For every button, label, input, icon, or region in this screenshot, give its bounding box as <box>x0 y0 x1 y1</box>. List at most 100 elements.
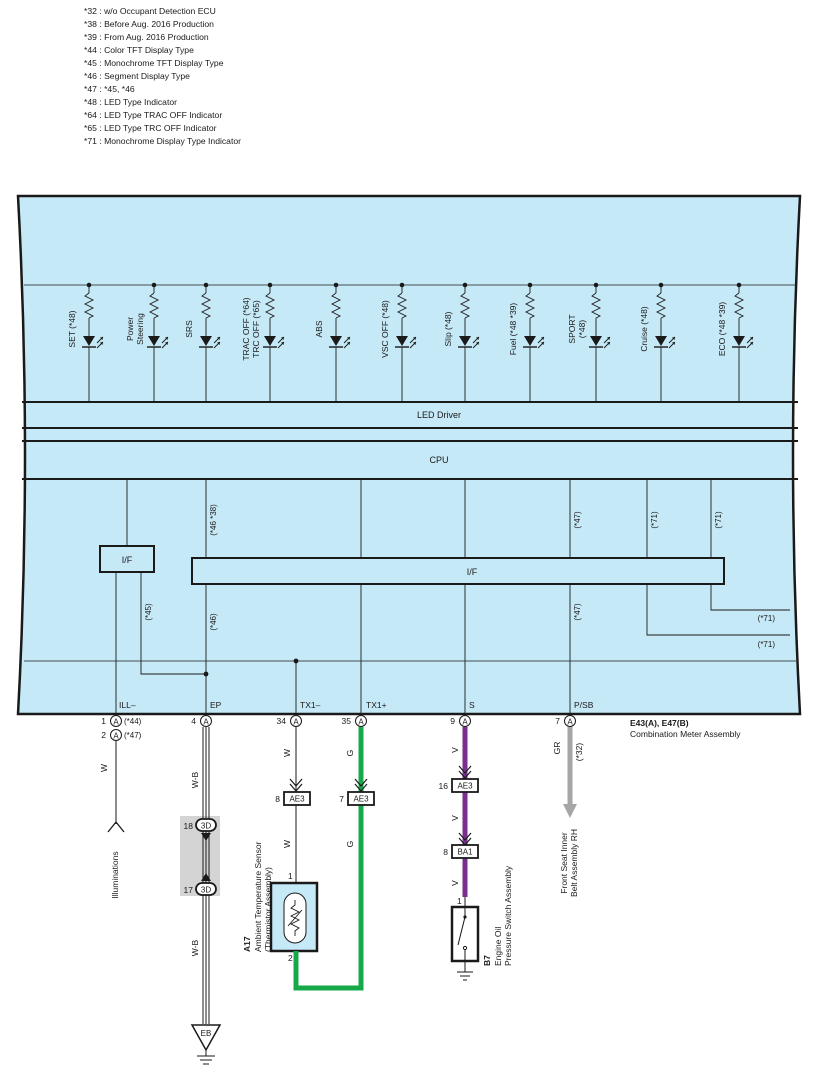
led-diode <box>733 336 745 346</box>
led-indicator: Cruise (*48) <box>639 282 676 402</box>
pin-connector-letter: A <box>462 718 468 727</box>
resistor <box>590 292 602 319</box>
terminal-tx1-minus: TX1– <box>300 700 321 710</box>
note-46-38: (*46 *38) <box>209 504 218 536</box>
led-diode <box>655 336 667 346</box>
resistor <box>655 292 667 319</box>
note-item: *44 : Color TFT Display Type <box>84 45 194 55</box>
pin-connector-letter: A <box>113 732 119 741</box>
connector-pin: 8 <box>443 847 448 857</box>
note-item: *71 : Monochrome Display Type Indicator <box>84 136 241 146</box>
pin-connector-letter: A <box>203 718 209 727</box>
led-indicator: Slip (*48) <box>443 282 480 402</box>
led-diode <box>524 336 536 346</box>
note-item: *46 : Segment Display Type <box>84 71 190 81</box>
connector-ae3-c: AE3 16 <box>439 778 479 793</box>
pin-connector-letter: A <box>567 718 573 727</box>
meter-panel <box>16 194 802 716</box>
if-large-label: I/F <box>467 567 478 577</box>
pin-note: (*47) <box>124 731 142 740</box>
ambient-temperature-sensor <box>269 881 319 953</box>
pin-number: 1 <box>101 716 106 726</box>
pin-number: 35 <box>342 716 352 726</box>
led-diode <box>396 336 408 346</box>
connector-pin: 8 <box>275 794 280 804</box>
led-label-second: (*48) <box>577 320 587 339</box>
led-label: TRAC OFF (*64) <box>241 297 251 360</box>
engine-oil-pressure-switch <box>450 897 480 981</box>
led-driver-label: LED Driver <box>417 410 461 420</box>
note-item: *38 : Before Aug. 2016 Production <box>84 19 214 29</box>
connector-pin: 7 <box>339 794 344 804</box>
led-indicator: TRAC OFF (*64)TRC OFF (*65) <box>241 282 285 402</box>
resistor <box>396 292 408 319</box>
cpu-label: CPU <box>429 455 448 465</box>
connector-code: AE3 <box>457 782 473 791</box>
wire-color-ep-top: W-B <box>190 771 200 788</box>
terminal-ill: ILL– <box>119 700 136 710</box>
led-label: Power <box>125 317 135 341</box>
note-47-top: (*47) <box>573 511 582 529</box>
b7-code: B7 <box>482 955 492 966</box>
connector-code: 3D <box>201 886 211 895</box>
b7-pin1: 1 <box>457 896 462 906</box>
note-47-bottom: (*47) <box>573 603 582 621</box>
resistor <box>148 292 160 319</box>
wire-color-s-3: V <box>450 880 460 886</box>
connector-ae3-b: AE3 7 <box>339 791 375 806</box>
led-diode <box>148 336 160 346</box>
pin-number: 9 <box>450 716 455 726</box>
led-label: SRS <box>184 320 194 338</box>
led-diode <box>200 336 212 346</box>
connector-pin: 16 <box>439 781 449 791</box>
a17-name1: Ambient Temperature Sensor <box>253 841 263 952</box>
connector-pin: 18 <box>184 821 194 831</box>
led-diode <box>83 336 95 346</box>
note-45: (*45) <box>144 603 153 621</box>
a17-pin1: 1 <box>288 871 293 881</box>
connector-code: AE3 <box>353 795 369 804</box>
pin-number: 4 <box>191 716 196 726</box>
note-71-d: (*71) <box>758 640 776 649</box>
tx1-minus-wire <box>289 727 303 884</box>
resistor <box>330 292 342 319</box>
resistor <box>524 292 536 319</box>
tx1-plus-wire <box>293 727 364 991</box>
note-item: *64 : LED Type TRAC OFF Indicator <box>84 110 223 120</box>
connector-code: 3D <box>201 822 211 831</box>
resistor <box>83 292 95 319</box>
led-label: Fuel (*48 *39) <box>508 303 518 356</box>
wire-color-ill: W <box>99 764 109 772</box>
note-item: *45 : Monochrome TFT Display Type <box>84 58 224 68</box>
resistor <box>459 292 471 319</box>
led-indicator: VSC OFF (*48) <box>380 282 417 402</box>
terminal-psb: P/SB <box>574 700 594 710</box>
wire-note-psb: (*32) <box>574 743 584 762</box>
pin-note: (*44) <box>124 717 142 726</box>
connector-code: AE3 <box>289 795 305 804</box>
pin-number: 34 <box>277 716 287 726</box>
led-indicator: SRS <box>184 282 221 402</box>
note-71-a: (*71) <box>650 511 659 529</box>
led-label: ABS <box>314 320 324 337</box>
note-item: *65 : LED Type TRC OFF Indicator <box>84 123 217 133</box>
pin-number: 2 <box>101 730 106 740</box>
pin-connector-letter: A <box>358 718 364 727</box>
s-arrows <box>458 765 472 846</box>
notes-list: *32 : w/o Occupant Detection ECU*38 : Be… <box>84 5 241 148</box>
led-label: Slip (*48) <box>443 311 453 346</box>
front-seat-belt-name1: Front Seat Inner <box>559 832 569 894</box>
terminal-tx1-plus: TX1+ <box>366 700 387 710</box>
a17-code: A17 <box>242 936 252 952</box>
assembly-code: E43(A), E47(B) <box>630 718 689 728</box>
joint-connector-17: 3D 17 <box>184 882 217 896</box>
resistor <box>200 292 212 319</box>
wire-color-ep-bottom: W-B <box>190 939 200 956</box>
illuminations-label: Illuminations <box>110 851 120 898</box>
wire-color-tx1m-top: W <box>282 749 292 757</box>
note-71-b: (*71) <box>714 511 723 529</box>
note-46: (*46) <box>209 613 218 631</box>
